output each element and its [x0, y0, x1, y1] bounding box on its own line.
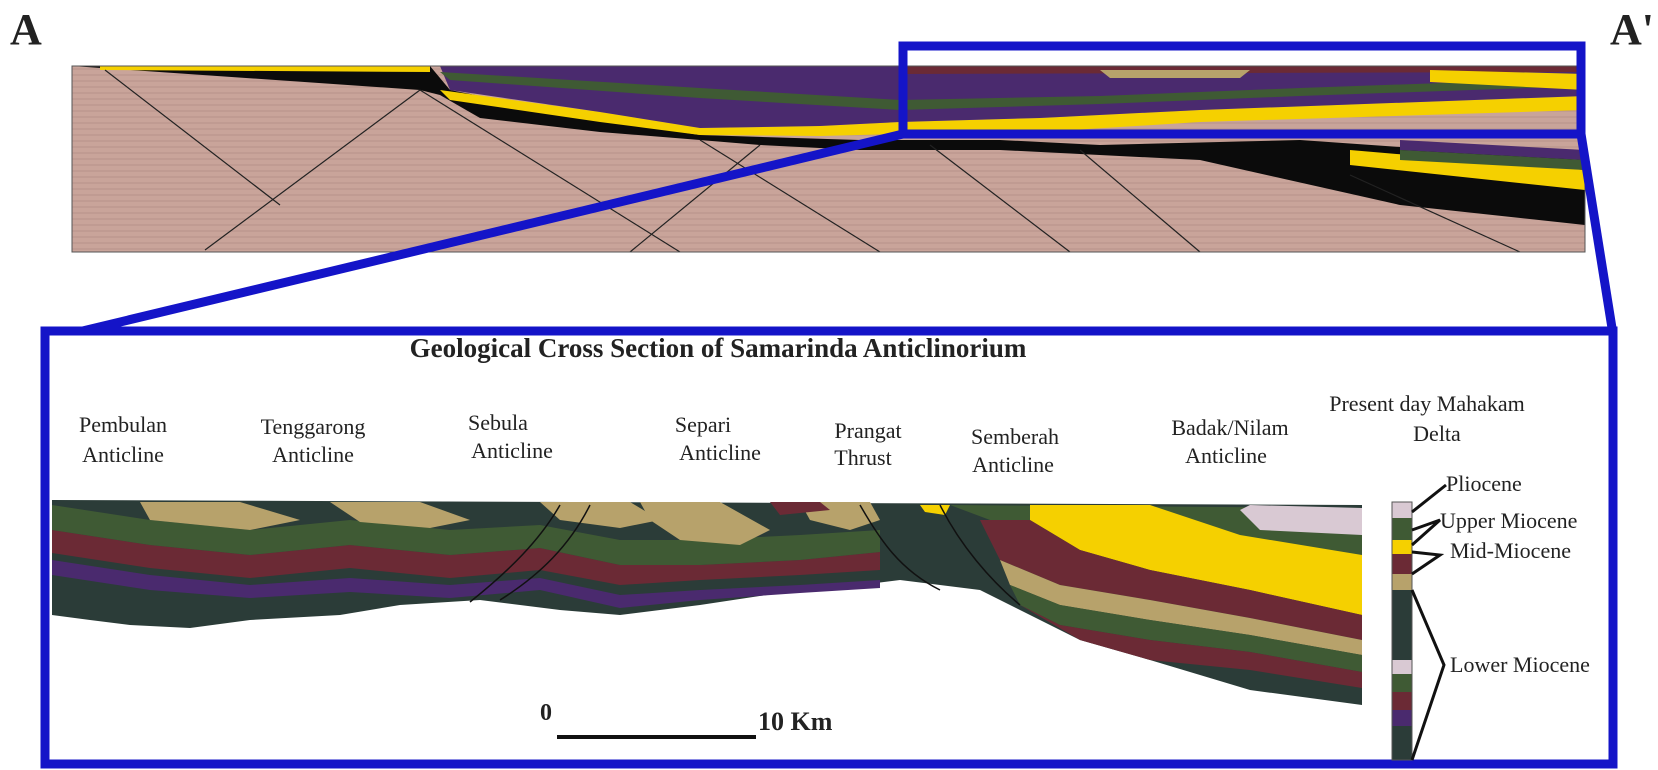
- structure-label-sebula-2: Anticline: [471, 438, 553, 463]
- structure-label-prangat-2: Thrust: [834, 445, 891, 470]
- scale-bar-start: 0: [540, 700, 552, 726]
- structure-label-tenggarong-1: Tenggarong: [261, 414, 366, 439]
- zoom-connector-right: [1576, 133, 1617, 329]
- structure-labels: Pembulan Anticline Tenggarong Anticline …: [79, 391, 1525, 477]
- column-unit-mid-miocene: [1392, 540, 1412, 554]
- structure-label-pembulan-2: Anticline: [82, 442, 164, 467]
- structure-label-separi-2: Anticline: [679, 440, 761, 465]
- regional-cross-section: [71, 65, 1586, 253]
- legend-label-mid-miocene: Mid-Miocene: [1450, 538, 1571, 563]
- column-unit-pliocene: [1392, 502, 1412, 518]
- column-unit-mid-miocene-maroon: [1392, 554, 1412, 574]
- corner-label-a: A: [10, 5, 42, 54]
- scale-bar: 0 10 Km: [540, 700, 833, 739]
- strat-column: Pliocene Upper Miocene Mid-Miocene Lower…: [1391, 471, 1590, 761]
- structure-label-sebula-1: Sebula: [468, 410, 528, 435]
- structure-label-badak-2: Anticline: [1185, 443, 1267, 468]
- corner-label-a-prime: A': [1610, 5, 1654, 54]
- column-unit-lower-4: [1392, 674, 1412, 692]
- structure-label-pembulan-1: Pembulan: [79, 412, 167, 437]
- inset-title: Geological Cross Section of Samarinda An…: [410, 333, 1027, 363]
- column-unit-lower-7: [1392, 726, 1412, 760]
- structure-label-semberah-2: Anticline: [972, 452, 1054, 477]
- zoom-connector-left: [43, 129, 905, 345]
- column-unit-lower-1: [1392, 574, 1412, 590]
- structure-label-mahakam-2: Delta: [1413, 421, 1461, 446]
- legend-label-lower-miocene: Lower Miocene: [1450, 652, 1590, 677]
- column-unit-lower-3: [1392, 660, 1412, 674]
- column-unit-upper-miocene-green: [1392, 518, 1412, 540]
- legend-label-upper-miocene: Upper Miocene: [1440, 508, 1577, 533]
- zoom-frame-regional: [898, 41, 1586, 139]
- detailed-cross-section: [52, 500, 1362, 705]
- structure-label-tenggarong-2: Anticline: [272, 442, 354, 467]
- column-unit-lower-5: [1392, 692, 1412, 710]
- column-unit-lower-2: [1392, 590, 1412, 660]
- structure-label-mahakam-1: Present day Mahakam: [1329, 391, 1525, 416]
- structure-label-separi-1: Separi: [675, 412, 731, 437]
- scale-bar-end: 10 Km: [758, 707, 833, 736]
- column-unit-lower-6: [1392, 710, 1412, 726]
- structure-label-prangat-1: Prangat: [834, 418, 901, 443]
- legend-label-pliocene: Pliocene: [1446, 471, 1522, 496]
- structure-label-semberah-1: Semberah: [971, 424, 1059, 449]
- structure-label-badak-1: Badak/Nilam: [1171, 415, 1288, 440]
